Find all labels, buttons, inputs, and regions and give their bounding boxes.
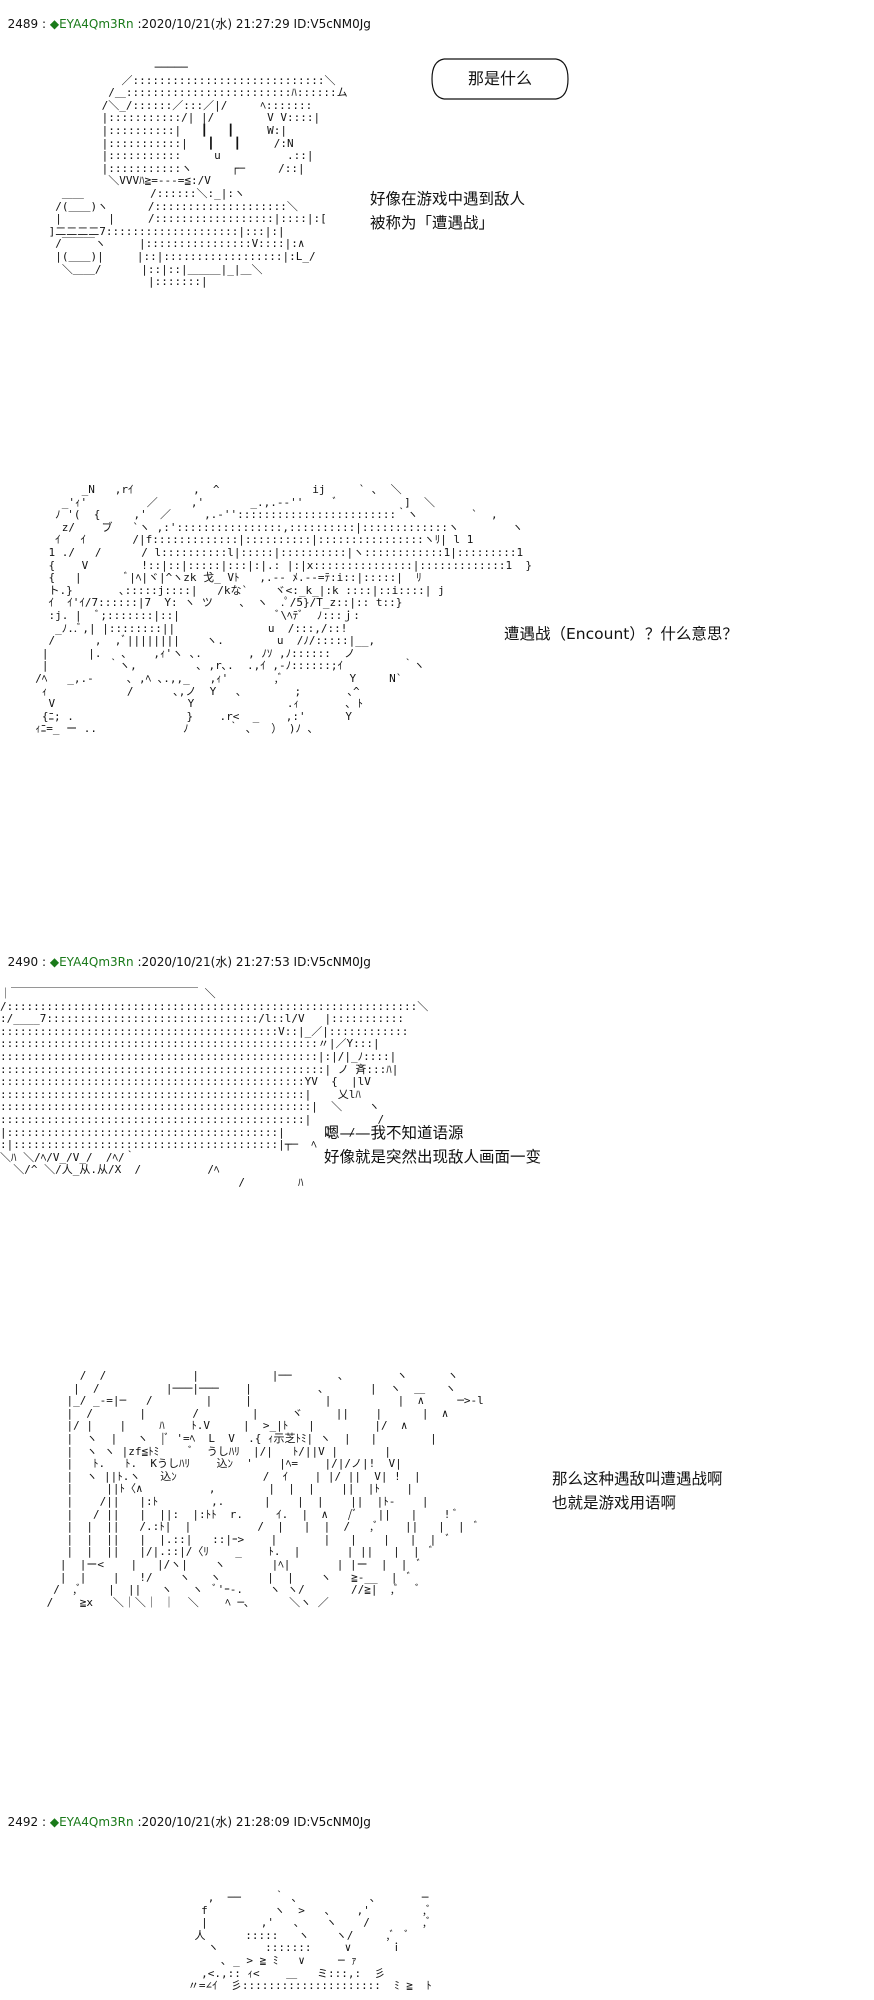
post-number: 2492: [7, 1815, 39, 1829]
post-meta: :2020/10/21(水) 21:28:09 ID:V5cNM0Jg: [133, 1815, 371, 1829]
ascii-art-3: ｜￣￣￣￣￣￣￣￣￣￣￣￣￣￣￣￣￣ ＼ /::::::::::::::::::…: [0, 987, 429, 1189]
dialog-line: 好像在游戏中遇到敌人: [370, 190, 526, 208]
dialog-line: 遭遇战（Encount）？什么意思？: [504, 625, 738, 643]
post-sep: :: [38, 17, 50, 31]
ascii-art-4: / / | |── ､ ヽ ヽ | / |───|─── | ､ | ヽ ＿ ヽ…: [46, 1369, 484, 1609]
dialog-line: 嗯——我不知道语源: [324, 1124, 464, 1142]
dialog-line: 被称为「遭遇战」: [370, 214, 495, 232]
speech-bubble-frame: [431, 58, 569, 100]
poster-trip[interactable]: ◆EYA4Qm3Rn: [49, 1815, 134, 1829]
post-sep: :: [38, 1815, 50, 1829]
post-header-2490: 2490 : ◆EYA4Qm3Rn :2020/10/21(水) 21:27:5…: [0, 938, 371, 970]
poster-trip[interactable]: ◆EYA4Qm3Rn: [49, 955, 134, 969]
dialog-line: 也就是游戏用语啊: [552, 1494, 677, 1512]
speech-bubble: 那是什么: [428, 56, 572, 102]
post-number: 2489: [7, 17, 39, 31]
post-sep: :: [38, 955, 50, 969]
post-header-2492: 2492 : ◆EYA4Qm3Rn :2020/10/21(水) 21:28:0…: [0, 1798, 371, 1830]
dialog-line: 那么这种遇敌叫遭遇战啊: [552, 1470, 723, 1488]
post-header-2489: 2489 : ◆EYA4Qm3Rn :2020/10/21(水) 21:27:2…: [0, 0, 371, 32]
poster-trip[interactable]: ◆EYA4Qm3Rn: [49, 17, 134, 31]
post-number: 2490: [7, 955, 39, 969]
ascii-art-2: _N ,rｲ , ^ ij ` ､ ＼ _'ｨ' ／ ,' _.,.-‐'' ﾞ…: [35, 483, 532, 736]
post-meta: :2020/10/21(水) 21:27:29 ID:V5cNM0Jg: [133, 17, 371, 31]
dialog-line: 好像就是突然出现敌人画面一变: [324, 1148, 542, 1166]
bubble-text: 那是什么: [467, 69, 532, 88]
post-meta: :2020/10/21(水) 21:27:53 ID:V5cNM0Jg: [133, 955, 371, 969]
ascii-art-5: , ── ｀ ､ ､ ─ f ヽ > ､ ,' ,ﾞ | ,' ､ ヽ / ,ﾞ…: [187, 1891, 432, 1993]
ascii-art-1: ───── ／:::::::::::::::::::::::::::::＼ /＿…: [48, 61, 348, 289]
